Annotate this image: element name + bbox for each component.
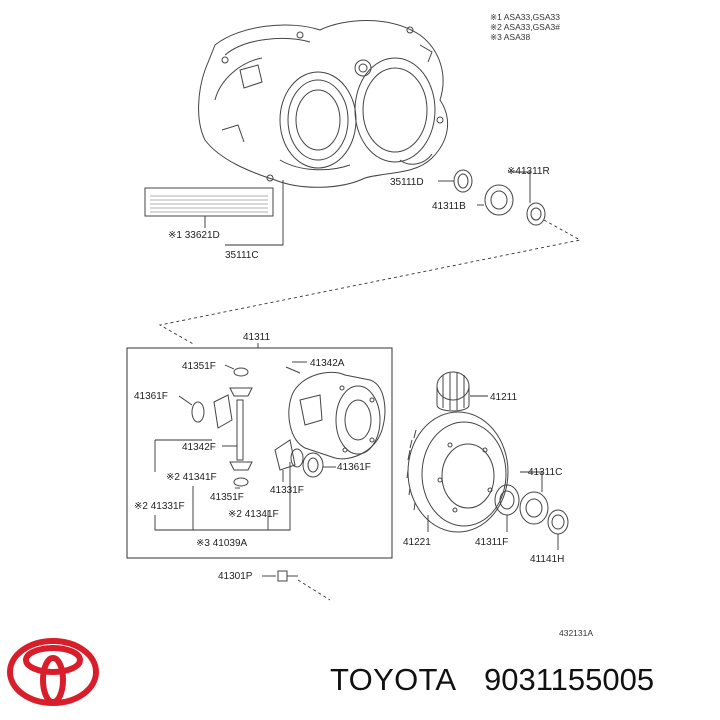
- note-1: ※1 ASA33,GSA33: [490, 12, 560, 22]
- label-41311F: 41311F: [475, 537, 508, 548]
- label-41341F-bot: ※2 41341F: [228, 509, 279, 520]
- toyota-logo: [7, 638, 99, 706]
- differential-group-box: [126, 347, 393, 559]
- label-41342A: 41342A: [310, 358, 345, 369]
- label-41301P: 41301P: [218, 571, 253, 582]
- label-33621D: ※1 33621D: [168, 230, 220, 241]
- label-35111C: 35111C: [225, 250, 259, 261]
- label-41342F: 41342F: [182, 442, 216, 453]
- label-41361F-left: 41361F: [134, 391, 168, 402]
- bolt-drawing: [277, 570, 298, 582]
- label-41331F-left: ※2 41331F: [134, 501, 185, 512]
- note-2: ※2 ASA33,GSA3#: [490, 22, 560, 32]
- label-plate-drawing: [144, 187, 274, 217]
- label-41039A: ※3 41039A: [196, 538, 248, 549]
- part-number: 9031155005: [484, 662, 655, 697]
- label-41311: 41311: [243, 332, 271, 343]
- label-41331F-mid: 41331F: [270, 485, 304, 496]
- label-35111D: 35111D: [390, 177, 424, 188]
- label-41221: 41221: [403, 537, 431, 548]
- upper-bearing-set-drawing: [453, 169, 546, 226]
- label-41351F-top: 41351F: [182, 361, 216, 372]
- ring-gear-drawing: [406, 411, 509, 533]
- label-41341F-left: ※2 41341F: [166, 472, 217, 483]
- drive-pinion-drawing: [436, 371, 470, 412]
- transaxle-housing-drawing: [198, 20, 449, 188]
- drawing-code: 432131A: [559, 628, 593, 638]
- differential-case-drawing: [288, 371, 386, 460]
- label-41141H: 41141H: [530, 554, 564, 565]
- label-41311R: ※41311R: [507, 166, 550, 177]
- note-3: ※3 ASA38: [490, 32, 530, 42]
- label-41311C: 41311C: [528, 467, 562, 478]
- label-41311B: 41311B: [432, 201, 466, 212]
- label-41361F-right: 41361F: [337, 462, 371, 473]
- pinion-parts-drawing: [191, 366, 324, 487]
- lower-bearing-set-drawing: [494, 484, 569, 535]
- brand-name: TOYOTA: [330, 662, 457, 697]
- label-41351F-bot: 41351F: [210, 492, 244, 503]
- label-41211: 41211: [490, 392, 518, 403]
